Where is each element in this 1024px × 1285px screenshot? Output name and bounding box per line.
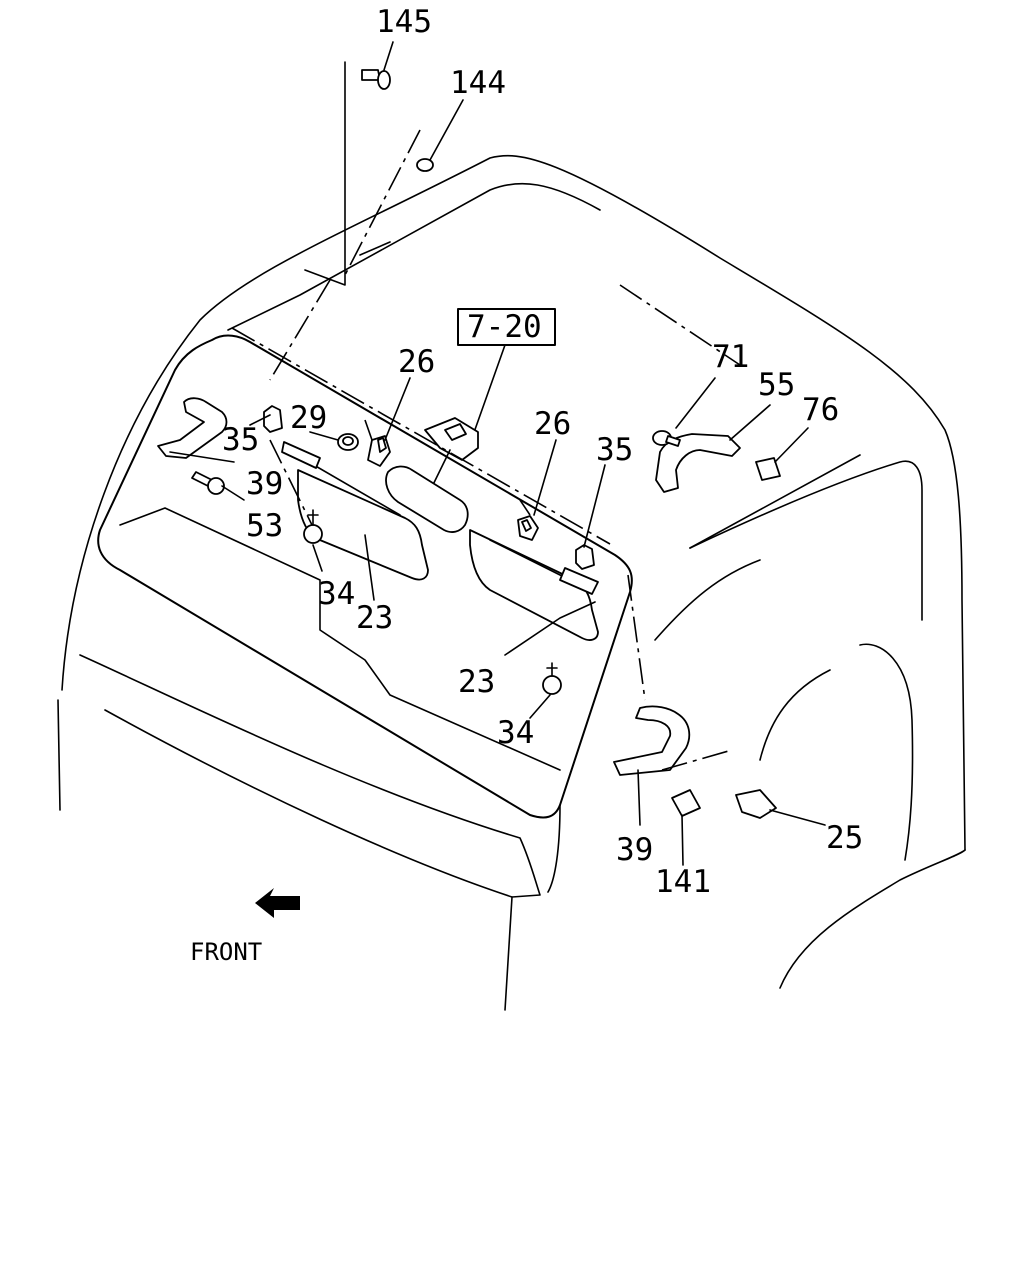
callout-71: 71 [712, 339, 749, 375]
screw-145 [361, 69, 391, 90]
callout-25: 25 [826, 820, 863, 856]
front-label: FRONT [190, 938, 262, 966]
callout-35-right: 35 [596, 432, 633, 468]
callout-53: 53 [246, 508, 283, 544]
bracket-35-left [263, 405, 283, 433]
assembly-lines [231, 61, 733, 771]
callout-144: 144 [450, 65, 506, 101]
clip-76 [755, 457, 781, 481]
callout-26-right: 26 [534, 406, 571, 442]
callout-29: 29 [290, 400, 327, 436]
leader-lines [169, 41, 826, 866]
callout-39-right: 39 [616, 832, 653, 868]
callout-55: 55 [758, 367, 795, 403]
callout-26-left: 26 [398, 344, 435, 380]
bracket-35-right [575, 544, 595, 570]
rearview-mirror [385, 417, 479, 533]
callout-34-left: 34 [318, 576, 355, 612]
callout-76: 76 [802, 392, 839, 428]
clip-144 [416, 158, 434, 172]
callout-145: 145 [376, 4, 432, 40]
screw-71 [652, 430, 681, 447]
assist-grip-right [613, 705, 691, 776]
visor-clip-left [367, 435, 391, 467]
reference-box-label: 7-20 [467, 309, 542, 345]
callout-39-left: 39 [246, 466, 283, 502]
reference-box: 7-20 [457, 308, 556, 439]
visor-clip-right [517, 515, 539, 541]
sun-visor-left [281, 441, 429, 581]
nut-29 [337, 433, 359, 451]
screw-53 [191, 471, 225, 495]
windshield-frame [79, 334, 633, 1011]
callout-23-left: 23 [356, 600, 393, 636]
front-arrow-icon [255, 888, 300, 918]
callout-34-right: 34 [497, 715, 534, 751]
callout-23-right: 23 [458, 664, 495, 700]
sun-visor-right [469, 529, 599, 641]
callout-35-left: 35 [222, 422, 259, 458]
callout-labels: 145 144 71 55 76 26 26 29 35 35 39 53 34… [222, 4, 863, 900]
assist-grip-left [157, 397, 228, 459]
bracket-25 [735, 789, 777, 819]
cover-141 [671, 789, 701, 817]
clip-34-right [542, 662, 562, 695]
cab-outline [57, 154, 966, 989]
callout-141: 141 [655, 864, 711, 900]
clip-34-left [303, 509, 323, 544]
